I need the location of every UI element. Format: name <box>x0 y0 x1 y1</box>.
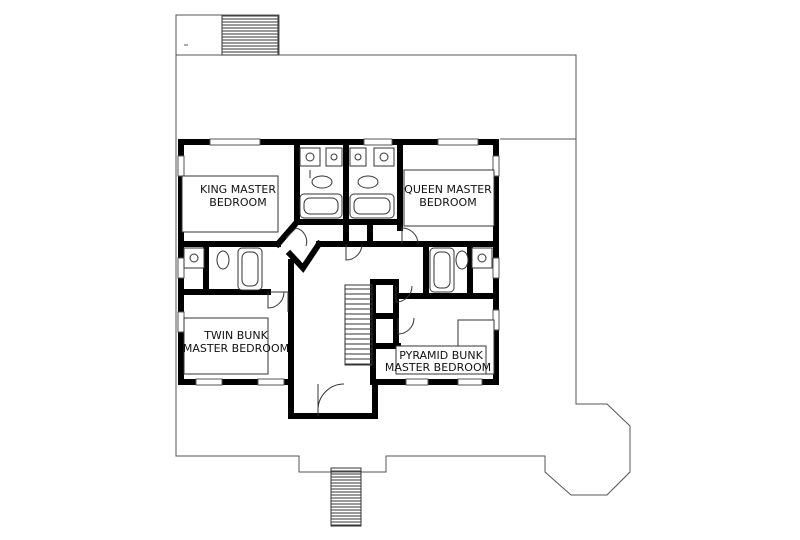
interior-stairs <box>344 284 373 366</box>
twin-bunk-master-bedroom-label: TWIN BUNK <box>203 329 268 342</box>
toilet-icon <box>216 250 230 270</box>
windows <box>177 138 500 386</box>
svg-text:MASTER BEDROOM: MASTER BEDROOM <box>183 342 289 355</box>
svg-text:BEDROOM: BEDROOM <box>209 196 266 209</box>
deck-stairs-top <box>221 15 279 56</box>
svg-text:MASTER BEDROOM: MASTER BEDROOM <box>385 361 491 374</box>
deck-outline <box>175 14 631 496</box>
deck-stairs-bottom <box>330 467 362 527</box>
king-master-bedroom-label: KING MASTER <box>200 183 276 196</box>
pyramid-bunk-master-bedroom-label: PYRAMID BUNK <box>399 349 483 362</box>
toilet-icon <box>455 250 469 270</box>
queen-master-bedroom-label: QUEEN MASTER <box>404 183 492 196</box>
bath-fixtures <box>183 147 493 293</box>
pyramid-bunk-lower <box>395 345 487 375</box>
queen-bed <box>403 169 495 227</box>
doors <box>267 170 419 416</box>
room-labels: KING MASTER BEDROOM QUEEN MASTER BEDROOM… <box>183 183 492 374</box>
beds <box>181 169 495 375</box>
twin-bunk-bed <box>183 317 269 375</box>
toilet-icon <box>311 175 333 189</box>
king-bed <box>181 175 279 233</box>
svg-text:BEDROOM: BEDROOM <box>419 196 476 209</box>
toilet-icon <box>357 175 379 189</box>
